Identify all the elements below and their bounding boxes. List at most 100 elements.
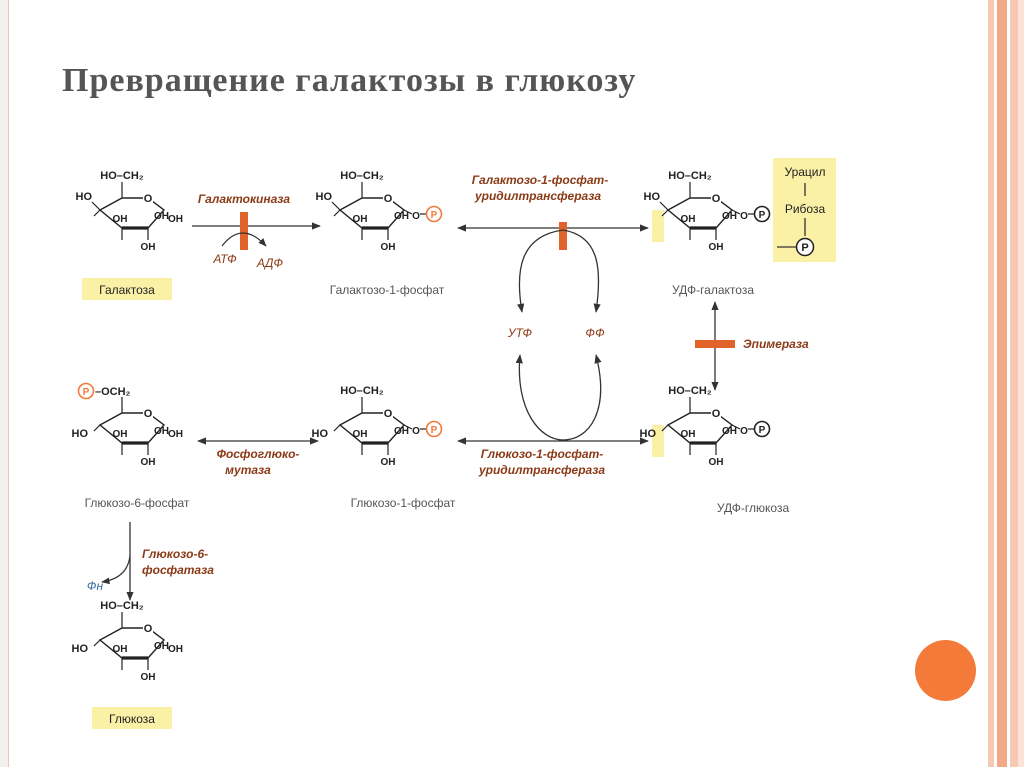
enzyme-phosphatase-line2: фосфатаза: [142, 563, 214, 577]
label-glucose-1-phosphate: Глюкозо-1-фосфат: [351, 496, 456, 510]
c6-group: –OCH₂: [95, 386, 131, 398]
c4-hydroxyl: HO: [312, 428, 329, 440]
c4-up-bond: [91, 201, 101, 211]
enzyme-bar-uridyltransferase: [559, 222, 567, 250]
c1-bond: [731, 424, 741, 430]
ring-highlight-udpglc: [652, 425, 664, 457]
enzyme-glc1p-uridyltransferase-line1: Глюкозо-1-фосфат-: [481, 447, 604, 461]
arrow-pi-release: [101, 554, 131, 585]
c4-hydroxyl: HO: [644, 191, 661, 203]
c2-down-hydroxyl: OH: [381, 242, 396, 253]
c2-hydroxyl: OH: [394, 211, 409, 222]
c2-down-hydroxyl: OH: [709, 457, 724, 468]
stripe: [1010, 0, 1018, 767]
arrow-atp-adp: [221, 232, 267, 247]
c2-hydroxyl: OH: [722, 426, 737, 437]
c2-hydroxyl: OH: [154, 641, 169, 652]
c6-group: HO–CH₂: [340, 385, 384, 397]
ring-oxygen-gap: [711, 408, 721, 418]
c3-hydroxyl: OH: [113, 429, 128, 440]
c4-bond: [661, 424, 669, 432]
c1-hydroxyl: OH: [168, 429, 183, 440]
label-galactose-1-phosphate: Галактозо-1-фосфат: [330, 283, 445, 297]
enzyme-galactokinase: Галактокиназа: [198, 192, 291, 206]
stripe: [988, 0, 994, 767]
phosphate-icon: [425, 420, 443, 438]
c4-bond: [333, 424, 341, 432]
stripe: [1007, 0, 1010, 767]
phosphate-icon: [753, 205, 771, 223]
c4-bond: [93, 424, 101, 432]
c1-oxygen: O: [412, 211, 420, 222]
c6-group: HO–CH₂: [100, 600, 144, 612]
c4-bond: [661, 209, 669, 217]
phosphate-icon: [425, 205, 443, 223]
label-glucose-6-phosphate: Глюкозо-6-фосфат: [85, 496, 190, 510]
ring-oxygen-gap: [143, 408, 153, 418]
c2-down-hydroxyl: OH: [141, 457, 156, 468]
c1-oxygen: O: [412, 426, 420, 437]
c6-group: HO–CH₂: [340, 170, 384, 182]
label-galactose: Галактоза: [99, 283, 155, 297]
phosphate-symbol: P: [801, 242, 808, 254]
glucose-label-highlight: [92, 707, 172, 729]
arrow-to-utp: [517, 229, 564, 313]
enzyme-phosphoglucomutase-line1: Фосфоглюко-: [217, 447, 300, 461]
c4-up-bond: [659, 201, 669, 211]
phosphate-icon: [753, 420, 771, 438]
c3-hydroxyl: OH: [113, 214, 128, 225]
c4-hydroxyl: HO: [640, 428, 657, 440]
c3-hydroxyl: OH: [681, 429, 696, 440]
label-udp-galactose: УДФ-галактоза: [672, 283, 754, 297]
stripe: [997, 0, 1007, 767]
c3-hydroxyl: OH: [681, 214, 696, 225]
ring-oxygen: O: [144, 193, 153, 205]
c6-group: HO–CH₂: [668, 170, 712, 182]
phosphate-symbol: P: [759, 425, 766, 436]
phosphate-symbol: P: [759, 210, 766, 221]
c3-hydroxyl: OH: [113, 644, 128, 655]
c1-oxygen: O: [740, 211, 748, 222]
ring-oxygen: O: [712, 193, 721, 205]
ring-highlight-udpgal: [652, 210, 664, 242]
ring-oxygen-gap: [383, 408, 393, 418]
ring-oxygen-gap: [383, 193, 393, 203]
c6-group: HO–CH₂: [668, 385, 712, 397]
ring-oxygen: O: [144, 408, 153, 420]
c3-hydroxyl: OH: [353, 429, 368, 440]
phosphate-icon: [795, 237, 815, 257]
c1-bond: [731, 209, 741, 215]
phosphate-icon: [77, 382, 95, 400]
c4-hydroxyl: HO: [316, 191, 333, 203]
c4-up-bond: [331, 201, 341, 211]
c2-down-hydroxyl: OH: [709, 242, 724, 253]
enzyme-glc1p-uridyltransferase-line2: уридилтрансфераза: [478, 463, 605, 477]
decorative-circle: [915, 640, 976, 701]
c2-hydroxyl: OH: [154, 211, 169, 222]
c2-hydroxyl: OH: [394, 426, 409, 437]
enzyme-phosphoglucomutase-line2: мутаза: [225, 463, 271, 477]
enzyme-epimerase: Эпимераза: [743, 337, 809, 351]
c2-down-hydroxyl: OH: [141, 242, 156, 253]
c4-hydroxyl: HO: [72, 428, 89, 440]
c2-down-hydroxyl: OH: [141, 672, 156, 683]
c6-group: HO–CH₂: [100, 170, 144, 182]
cofactor-pi: Фн: [87, 579, 104, 593]
arrow-utp-pp-cycle: [515, 354, 602, 441]
ring-oxygen: O: [384, 408, 393, 420]
galactose-label-highlight: [82, 278, 172, 300]
decorative-stripes: [988, 0, 1024, 767]
label-uracil: Урацил: [784, 165, 825, 179]
phosphate-symbol: P: [431, 425, 438, 436]
enzyme-uridyltransferase-line1: Галактозо-1-фосфат-: [472, 173, 608, 187]
c4-hydroxyl: HO: [76, 191, 93, 203]
c4-bond: [93, 209, 101, 217]
cofactor-pp: ФФ: [585, 326, 605, 340]
c4-bond: [93, 639, 101, 647]
phosphate-symbol: P: [431, 210, 438, 221]
